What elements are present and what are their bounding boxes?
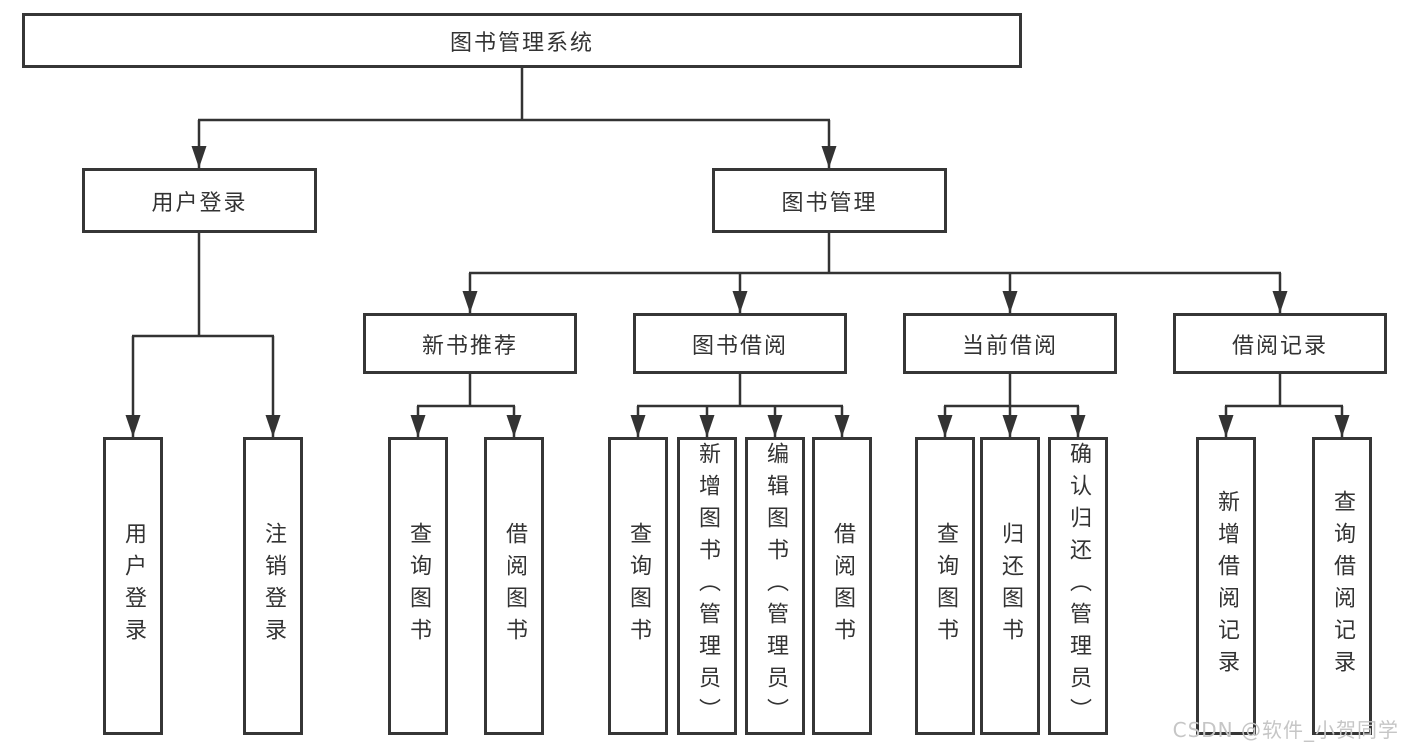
node-label: 新书推荐 <box>421 333 518 359</box>
node-label: 当前借阅 <box>961 333 1058 359</box>
node-book-borrowing: 图书借阅 <box>633 313 847 374</box>
leaf-return-book: 归还图书 <box>980 437 1040 735</box>
node-label: 借阅图书 <box>830 522 855 650</box>
tree-branch-lines <box>131 68 1344 437</box>
node-label: 查询图书 <box>406 522 431 650</box>
node-label: 图书管理 <box>781 190 878 216</box>
node-borrow-records: 借阅记录 <box>1173 313 1387 374</box>
node-label: 查询图书 <box>933 522 958 650</box>
node-user-login: 用户登录 <box>82 168 317 233</box>
arrow-down-icons <box>125 146 1350 437</box>
csdn-watermark: CSDN @软件_小贺同学 <box>1172 718 1399 742</box>
leaf-edit-book-admin: 编辑图书（管理员） <box>745 437 805 735</box>
node-label: 用户登录 <box>151 190 248 216</box>
node-label: 新增图书（管理员） <box>695 442 720 730</box>
node-label: 编辑图书（管理员） <box>763 442 788 730</box>
leaf-borrow-book-borrowing: 借阅图书 <box>812 437 872 735</box>
leaf-add-book-admin: 新增图书（管理员） <box>677 437 737 735</box>
node-label: 归还图书 <box>998 522 1023 650</box>
node-current-borrowing: 当前借阅 <box>903 313 1117 374</box>
node-label: 查询图书 <box>626 522 651 650</box>
node-label: 新增借阅记录 <box>1214 490 1239 682</box>
node-label: 注销登录 <box>261 522 286 650</box>
leaf-query-book-borrowing: 查询图书 <box>608 437 668 735</box>
node-label: 确认归还（管理员） <box>1066 442 1091 730</box>
node-book-management: 图书管理 <box>712 168 947 233</box>
leaf-confirm-return-admin: 确认归还（管理员） <box>1048 437 1108 735</box>
leaf-borrow-book-recommend: 借阅图书 <box>484 437 544 735</box>
leaf-logout: 注销登录 <box>243 437 303 735</box>
leaf-query-book-current: 查询图书 <box>915 437 975 735</box>
leaf-add-borrow-record: 新增借阅记录 <box>1196 437 1256 735</box>
node-label: 借阅图书 <box>502 522 527 650</box>
node-new-book-recommend: 新书推荐 <box>363 313 577 374</box>
node-label: 借阅记录 <box>1231 333 1328 359</box>
node-label: 用户登录 <box>121 522 146 650</box>
leaf-query-borrow-record: 查询借阅记录 <box>1312 437 1372 735</box>
node-library-system: 图书管理系统 <box>22 13 1022 68</box>
leaf-query-book-recommend: 查询图书 <box>388 437 448 735</box>
leaf-user-login: 用户登录 <box>103 437 163 735</box>
node-label: 查询借阅记录 <box>1330 490 1355 682</box>
node-label: 图书借阅 <box>691 333 788 359</box>
node-label: 图书管理系统 <box>449 30 594 56</box>
